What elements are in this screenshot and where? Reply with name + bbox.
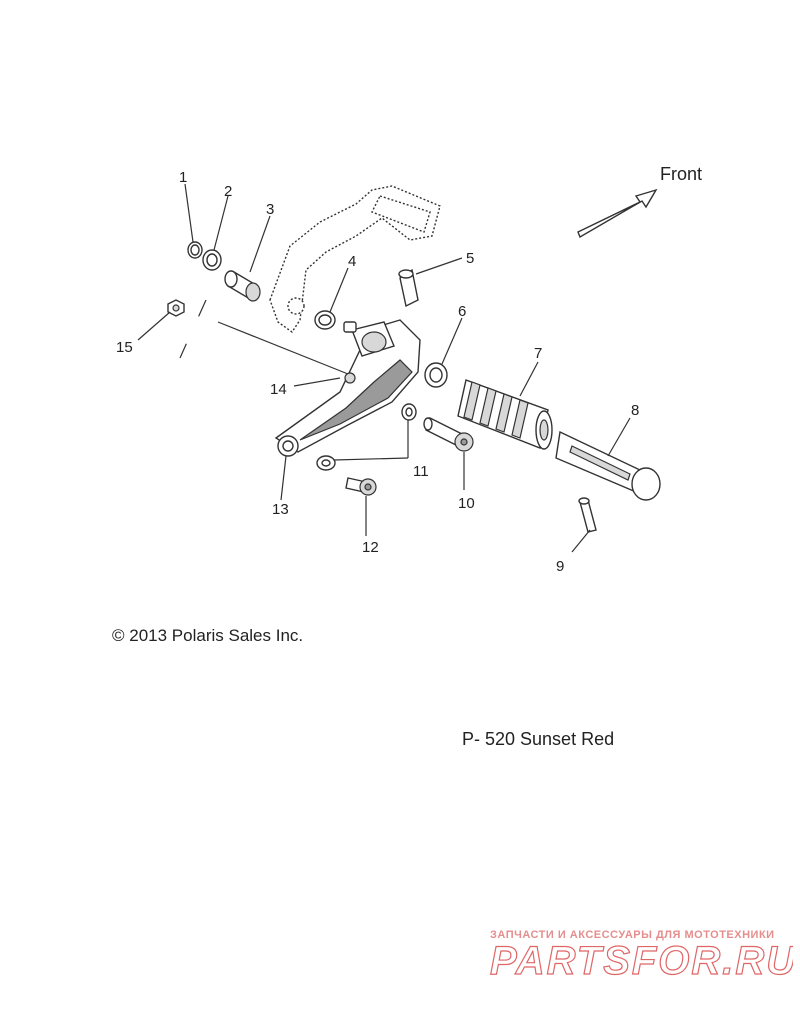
callout-8: 8 (631, 402, 639, 419)
part-9-small-pin[interactable] (578, 497, 597, 533)
watermark-logo: PARTSFOR.RU (489, 938, 793, 982)
callout-9: 9 (556, 558, 564, 575)
part-12-bolt[interactable] (345, 477, 377, 496)
callout-leaders (137, 183, 631, 553)
part-1-snap-ring[interactable] (187, 241, 203, 259)
part-13-footpeg-bracket[interactable] (274, 319, 421, 457)
part-2-washer[interactable] (202, 249, 222, 271)
callout-4: 4 (348, 253, 356, 270)
part-11-washers[interactable] (316, 403, 417, 471)
callout-11: 11 (413, 463, 429, 480)
part-4-washer[interactable] (314, 310, 336, 330)
copyright-notice: © 2013 Polaris Sales Inc. (112, 626, 304, 645)
part-8-footpeg-shaft[interactable] (555, 430, 661, 501)
part-15-nut[interactable] (167, 299, 185, 317)
part-7-footpeg-rubber[interactable] (457, 379, 553, 450)
part-code-label: P- 520 Sunset Red (462, 729, 615, 749)
callout-6: 6 (458, 303, 466, 320)
callout-3: 3 (266, 201, 274, 218)
part-3-bushing[interactable] (224, 270, 261, 302)
front-direction-label: Front (660, 164, 703, 184)
part-6-washer[interactable] (424, 362, 448, 388)
callout-labels: 1 2 3 4 5 6 7 8 9 10 11 12 13 14 15 (116, 169, 639, 575)
callout-7: 7 (534, 345, 542, 362)
front-arrow-icon (577, 188, 658, 239)
shift-lever-outline (269, 185, 441, 333)
callout-2: 2 (224, 183, 232, 200)
watermark-tagline: ЗАПЧАСТИ И АКСЕССУАРЫ ДЛЯ МОТОТЕХНИКИ (490, 929, 775, 941)
callout-12: 12 (362, 539, 379, 556)
callout-10: 10 (458, 495, 475, 512)
callout-15: 15 (116, 339, 133, 356)
part-5-pin[interactable] (398, 268, 419, 308)
callout-1: 1 (179, 169, 187, 186)
callout-5: 5 (466, 250, 474, 267)
callout-13: 13 (272, 501, 289, 518)
callout-14: 14 (270, 381, 287, 398)
watermark-logo-text: PARTSFOR.RU (490, 939, 793, 982)
part-10-bolt[interactable] (423, 417, 474, 452)
